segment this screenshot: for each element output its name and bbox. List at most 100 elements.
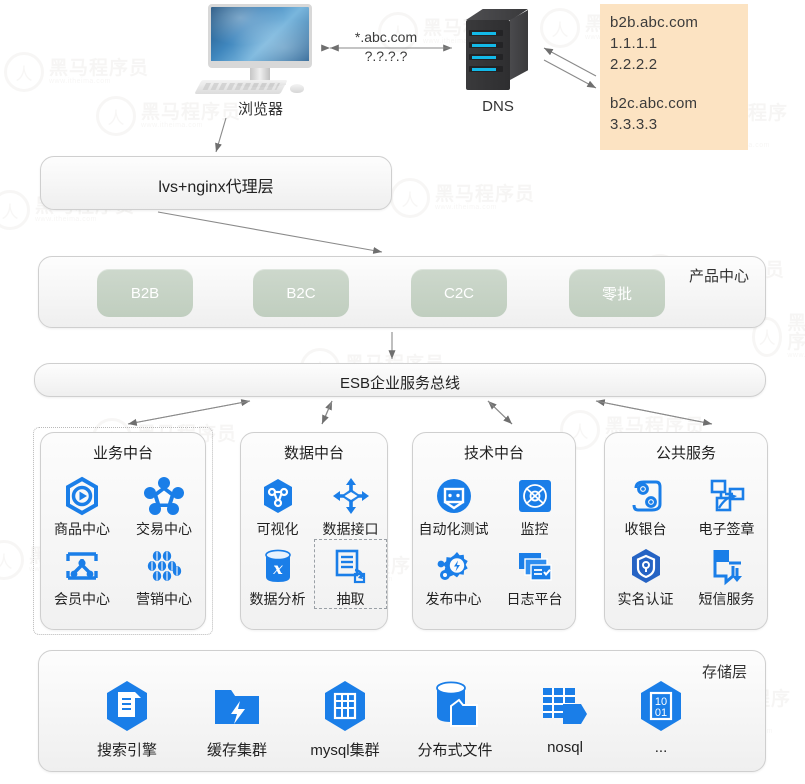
svg-text:10: 10 [655, 696, 667, 708]
monitor-stand [250, 68, 270, 82]
platform-item-label: 日志平台 [506, 591, 563, 607]
product-item-b2b[interactable]: B2B [97, 269, 193, 317]
platform-item-label: 会员中心 [54, 591, 110, 607]
storage-item-label: 搜索引擎 [96, 742, 157, 759]
platform-item[interactable]: 发布中心 [413, 539, 494, 609]
platform-item-label: 抽取 [336, 591, 365, 607]
watermark: 人 黑马程序员 www.itheima.com [390, 178, 535, 218]
platform-item[interactable]: 实名认证 [605, 539, 686, 609]
platform-item-label: 发布中心 [425, 591, 482, 607]
platform-item-selected[interactable]: 抽取 [314, 539, 387, 609]
dns-server-icon [458, 6, 536, 94]
business-platform-selection-outline [33, 427, 213, 635]
platform-item-label: 交易中心 [136, 521, 192, 537]
monitor-radar-icon [514, 475, 556, 517]
storage-item[interactable]: mysql集群 [297, 677, 393, 760]
platform-item[interactable]: 营销中心 [123, 539, 205, 609]
dns-record-line: b2c.abc.com [610, 95, 698, 112]
product-item-lingpi[interactable]: 零批 [569, 269, 665, 317]
e-signature-icon [706, 475, 748, 517]
svg-text:01: 01 [655, 707, 667, 719]
dns-record-line: 1.1.1.1 [610, 35, 658, 52]
platform-card-data[interactable]: 数据中台 可视化 数据接口 x 数据分析 [240, 432, 388, 630]
storage-layer-box: 存储层 搜索引擎 缓存集群 mysql集群 分布式文件 [38, 650, 766, 772]
proxy-layer-box[interactable]: lvs+nginx代理层 [40, 156, 392, 210]
watermark-text: 黑马程序员 [787, 313, 805, 353]
platform-item[interactable]: x 数据分析 [241, 539, 314, 609]
platform-card-tech[interactable]: 技术中台 自动化测试 监控 发布中心 [412, 432, 576, 630]
platform-item[interactable]: 自动化测试 [413, 469, 494, 539]
svg-text:x: x [272, 559, 283, 578]
platform-title: 业务中台 [92, 445, 153, 462]
sms-arrow-icon [706, 545, 748, 587]
platform-item[interactable]: 收银台 [605, 469, 686, 539]
storage-item-label: mysql集群 [310, 742, 380, 759]
server-side-face [510, 10, 528, 80]
marketing-grid-icon [143, 545, 185, 587]
storage-item[interactable]: 缓存集群 [189, 677, 285, 760]
platform-item-label: 商品中心 [54, 521, 110, 537]
product-item-c2c[interactable]: C2C [411, 269, 507, 317]
dns-record-line: 3.3.3.3 [610, 116, 658, 133]
watermark: 人 黑马程序员 www.itheima.com [4, 52, 149, 92]
platform-card-business[interactable]: 业务中台 商品中心 交易中心 会员中心 [40, 432, 206, 630]
platform-item[interactable]: 电子签章 [686, 469, 767, 539]
mouse-icon [290, 84, 304, 93]
platform-item[interactable]: 日志平台 [494, 539, 575, 609]
storage-item[interactable]: 分布式文件 [407, 677, 503, 760]
gear-bolt-icon [433, 545, 475, 587]
product-item-b2c[interactable]: B2C [253, 269, 349, 317]
watermark-logo-icon: 人 [390, 178, 430, 218]
hexagon-share-icon [257, 475, 299, 517]
platform-item[interactable]: 可视化 [241, 469, 314, 539]
log-stack-icon [514, 545, 556, 587]
storage-item-label: ... [654, 739, 668, 756]
watermark-sub: www.itheima.com [35, 216, 97, 223]
server-slot [469, 42, 503, 48]
platform-item[interactable]: 会员中心 [41, 539, 123, 609]
server-slot [469, 66, 503, 72]
esb-bus-title: ESB企业服务总线 [339, 375, 460, 392]
watermark-sub: www.itheima.com [787, 352, 805, 359]
storage-item[interactable]: nosql [517, 677, 613, 756]
platform-item-label: 可视化 [256, 521, 299, 537]
server-slot [469, 54, 503, 60]
platform-item[interactable]: 数据接口 [314, 469, 387, 539]
platform-item-label: 数据分析 [249, 591, 306, 607]
dns-record-line: b2b.abc.com [610, 14, 699, 31]
platform-item-label: 营销中心 [136, 591, 192, 607]
watermark-logo-icon: 人 [0, 190, 30, 230]
storage-item-label: 分布式文件 [417, 742, 493, 759]
storage-item[interactable]: 搜索引擎 [79, 677, 175, 760]
arrow-label-ip: ?.?.?.? [364, 48, 408, 64]
cylinder-folder-icon [425, 677, 485, 735]
keyboard-icon [194, 80, 288, 94]
platform-item[interactable]: 监控 [494, 469, 575, 539]
table-pentagon-icon [535, 677, 595, 735]
platform-card-public[interactable]: 公共服务 收银台 电子签章 实名认证 [604, 432, 768, 630]
platform-item[interactable]: 商品中心 [41, 469, 123, 539]
platform-item[interactable]: 交易中心 [123, 469, 205, 539]
arrow-label-domain: *.abc.com [354, 29, 418, 45]
browser-label: 浏览器 [237, 101, 283, 118]
esb-bus-box[interactable]: ESB企业服务总线 [34, 363, 766, 397]
hexagon-table-icon [315, 677, 375, 735]
platform-item-label: 短信服务 [698, 591, 755, 607]
watermark-text: 黑马程序员 [435, 184, 536, 205]
flower-nodes-icon [143, 475, 185, 517]
storage-layer-label: 存储层 [701, 664, 747, 681]
platform-title: 公共服务 [655, 445, 716, 462]
platform-title: 数据中台 [283, 445, 344, 462]
data-interface-arrows-icon [330, 475, 372, 517]
storage-item-label: nosql [547, 739, 583, 756]
hexagon-document-icon [97, 677, 157, 735]
member-tree-icon [61, 545, 103, 587]
database-x-icon: x [257, 545, 299, 587]
product-center-label: 产品中心 [688, 268, 749, 285]
hexagon-shield-key-icon [625, 545, 667, 587]
watermark-text: 黑马程序员 [49, 58, 150, 79]
watermark-logo-icon: 人 [540, 8, 580, 48]
platform-item[interactable]: 短信服务 [686, 539, 767, 609]
